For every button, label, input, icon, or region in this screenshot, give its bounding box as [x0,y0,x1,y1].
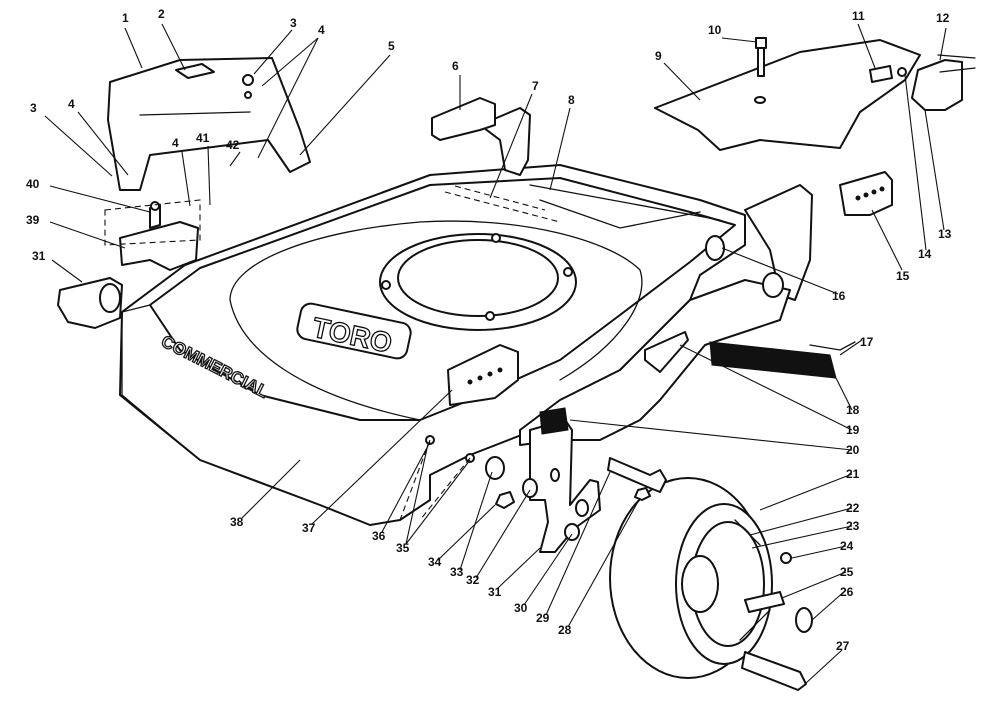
callout-c23: 23 [846,519,860,533]
hardware-dash-lines [399,439,471,521]
callout-c31a: 31 [32,249,46,263]
bolt-top [755,37,767,77]
front-bracket [104,199,201,271]
callout-c3a: 3 [290,16,297,30]
callout-c41: 41 [196,131,210,145]
callout-c38: 38 [230,515,244,529]
axle-bolt [607,457,667,493]
mounting-dash-lines [444,185,561,223]
callout-c26: 26 [840,585,854,599]
callout-c40: 40 [26,177,40,191]
leader-lines [44,23,947,685]
side-plate [519,272,791,446]
callout-c10: 10 [708,23,722,37]
callout-c4a: 4 [318,23,325,37]
callout-c17: 17 [860,335,874,349]
callout-c35: 35 [396,541,410,555]
callout-c18: 18 [846,403,860,417]
rear-hinge-bracket [897,54,976,111]
height-adjust-block [447,344,519,406]
callout-c3b: 3 [30,101,37,115]
callout-c7: 7 [532,79,539,93]
callout-c29: 29 [536,611,550,625]
pivot-bushing [705,235,725,261]
axle-bracket-left [57,277,123,329]
callout-c25: 25 [840,565,854,579]
callout-c14: 14 [918,247,932,261]
callout-c32: 32 [466,573,480,587]
rear-top-cover [654,39,921,151]
rear-wheel [609,477,773,679]
callout-c31b: 31 [488,585,502,599]
wheel-hardware [741,552,813,691]
callout-c5: 5 [388,39,395,53]
fasteners [425,435,651,541]
callout-c30: 30 [514,601,528,615]
callout-c15: 15 [896,269,910,283]
latch-block-top [431,97,496,141]
callout-c37: 37 [302,521,316,535]
callout-c12: 12 [936,11,950,25]
callout-c20: 20 [846,443,860,457]
callout-c36: 36 [372,529,386,543]
callout-c33: 33 [450,565,464,579]
front-cover [107,57,311,191]
height-adjust-block-right [839,171,893,216]
callout-c24: 24 [840,539,854,553]
engine-mount-ring [379,233,577,331]
callout-c22: 22 [846,501,860,515]
callout-c4b: 4 [68,97,75,111]
callout-c39: 39 [26,213,40,227]
callout-c2: 2 [158,7,165,21]
callout-c11: 11 [852,9,865,23]
height-adjust-lever [529,407,601,553]
callout-c1: 1 [122,11,129,25]
callout-c27: 27 [836,639,850,653]
callout-c16: 16 [832,289,846,303]
callout-c8: 8 [568,93,575,107]
callout-c21: 21 [846,467,860,481]
callout-c9: 9 [655,49,662,63]
mulch-plug [709,341,856,379]
callout-c6: 6 [452,59,459,73]
callout-c28: 28 [558,623,572,637]
callout-c13: 13 [938,227,952,241]
callout-c19: 19 [846,423,860,437]
callout-c42: 42 [226,138,240,152]
callout-c4c: 4 [172,136,179,150]
callout-c34: 34 [428,555,442,569]
